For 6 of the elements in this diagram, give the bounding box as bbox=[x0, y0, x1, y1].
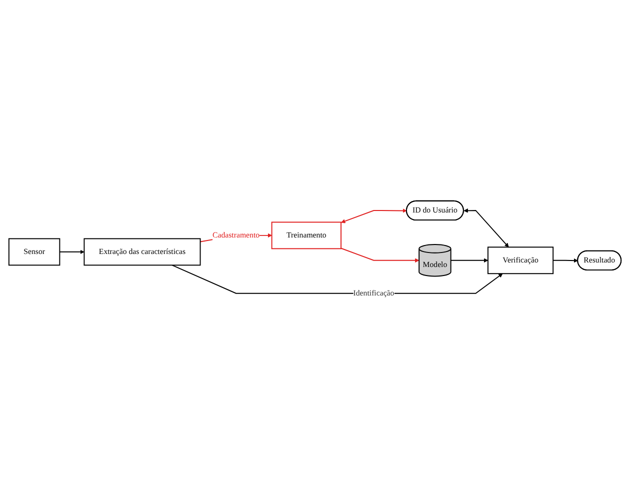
arrow bbox=[552, 258, 578, 264]
arrow bbox=[464, 208, 509, 248]
arrow bbox=[340, 248, 420, 263]
arrow bbox=[59, 250, 84, 254]
arrow bbox=[341, 208, 407, 224]
arrow bbox=[450, 258, 488, 263]
